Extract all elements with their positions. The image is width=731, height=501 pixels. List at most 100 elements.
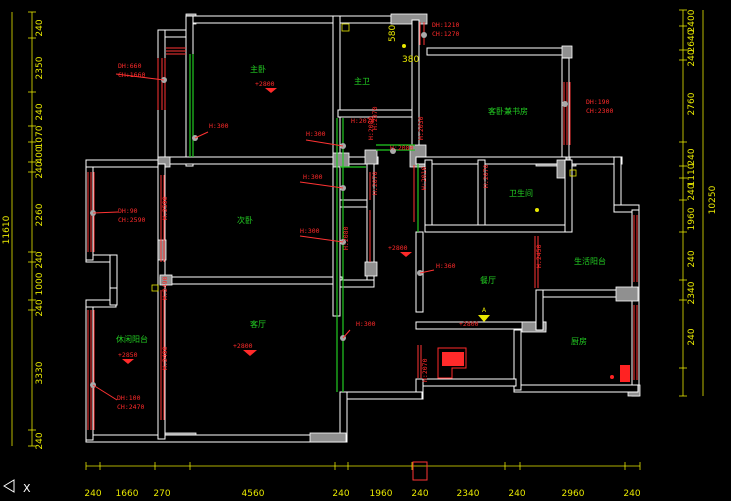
- dimension-value: 240: [35, 251, 45, 268]
- fridge-icon: [620, 365, 630, 382]
- door-height: H:2450: [535, 244, 543, 268]
- door-height: H:300: [306, 130, 326, 138]
- door-lines: [189, 54, 419, 392]
- dimension-value: 2640: [687, 29, 697, 52]
- level-triangle-icon: [122, 359, 134, 364]
- drain-icon: [341, 23, 350, 32]
- room-service-balcony: 生活阳台: [574, 256, 606, 266]
- dimension-value: 2400: [687, 9, 697, 32]
- level-triangle-icon: [400, 252, 412, 257]
- level-marks: +2800 +2800 +2800 +2800 +2850: [118, 80, 479, 364]
- door-height: H:300: [300, 227, 320, 235]
- level-mark: +2800: [459, 320, 479, 328]
- dimension-value: 240: [508, 489, 525, 499]
- dimension-value: 240: [84, 489, 101, 499]
- room-living-room: 客厅: [250, 319, 266, 329]
- door-stack-icon: [412, 461, 428, 481]
- dimension-value: 240: [687, 183, 697, 200]
- room-second-bedroom: 次卧: [237, 215, 253, 225]
- window-label-ch: CH:1270: [432, 30, 459, 38]
- dimension-value: 1110: [687, 163, 697, 186]
- dimension-value: 1070: [35, 125, 45, 148]
- left-total-dimension: 11610: [2, 215, 12, 244]
- dimension-value: 240: [332, 489, 349, 499]
- dimension-value: 240: [687, 328, 697, 345]
- dimension-value: 1960: [370, 489, 393, 499]
- drain-icon: [151, 284, 159, 292]
- dimension-value: 2340: [457, 489, 480, 499]
- door-height: H:2490: [161, 276, 169, 300]
- right-total-dimension: 10250: [708, 185, 718, 214]
- level-mark: +2800: [255, 80, 275, 88]
- door-height: H:2030: [417, 116, 425, 140]
- dimension-value: 240: [35, 19, 45, 36]
- mark-580: 580: [388, 25, 398, 42]
- door-height: H:300: [303, 173, 323, 181]
- floor-drain-icon: [569, 169, 577, 177]
- room-kitchen: 厨房: [571, 336, 587, 346]
- dimension-value: 4560: [242, 489, 265, 499]
- door-height: H:2070: [351, 117, 375, 125]
- dimension-value: 240: [35, 432, 45, 449]
- room-master-bath: 主卫: [354, 76, 370, 86]
- room-master-bedroom: 主卧: [250, 64, 266, 74]
- level-mark: +2800: [233, 342, 253, 350]
- window-label-dh: DH:190: [586, 98, 610, 106]
- step-triangle-icon: [478, 315, 490, 322]
- entry-door-icon: [437, 347, 467, 379]
- door-height: H:2070: [482, 164, 490, 188]
- dimension-lines: [11, 9, 704, 470]
- dimension-value: 400: [35, 146, 45, 163]
- door-height: H:2080: [390, 144, 414, 152]
- entry-door-icon: [442, 352, 464, 366]
- step-mark: A: [482, 307, 487, 314]
- level-mark: +2800: [388, 244, 408, 252]
- dimension-value: 240: [623, 489, 640, 499]
- mark-380: 380: [402, 55, 419, 65]
- dimension-value: 2340: [687, 281, 697, 304]
- dimension-value: 240: [35, 161, 45, 178]
- leader-markers: [90, 32, 568, 401]
- door-height: H:2590: [161, 196, 169, 220]
- door-height: H:2070: [371, 171, 379, 195]
- dimension-value: 240: [687, 49, 697, 66]
- window-label-dh: DH:660: [118, 62, 142, 70]
- door-height: H:2070: [371, 106, 379, 130]
- marker-dot-icon: [610, 375, 614, 379]
- dimension-value: 1660: [116, 489, 139, 499]
- window-label-ch: CH:2590: [118, 216, 145, 224]
- window-label-ch: CH:1660: [118, 71, 145, 79]
- dimension-value: 2350: [35, 56, 45, 79]
- door-height: H:2080: [367, 116, 375, 140]
- room-guest-bath: 卫生间: [509, 188, 533, 198]
- window-label-ch: CH:2470: [117, 403, 144, 411]
- axis-x-label: X: [23, 482, 31, 495]
- dimension-value: 1960: [687, 207, 697, 230]
- level-mark: +2850: [118, 351, 138, 359]
- level-triangle-icon: [243, 350, 257, 356]
- dimension-value: 240: [35, 103, 45, 120]
- room-guest-room: 客卧兼书房: [488, 106, 528, 116]
- windows: [87, 22, 638, 430]
- window-label-dh: DH:1210: [432, 21, 459, 29]
- window-label-ch: CH:2300: [586, 107, 613, 115]
- dimension-value: 240: [687, 250, 697, 267]
- marker-dot-icon: [402, 44, 406, 48]
- ucs-axis-icon[interactable]: X: [3, 479, 31, 495]
- dimension-value: 2760: [687, 92, 697, 115]
- window-label-dh: DH:90: [118, 207, 138, 215]
- room-leisure-balcony: 休闲阳台: [116, 334, 148, 344]
- door-height: H:300: [209, 122, 229, 130]
- dimension-value: 3330: [35, 361, 45, 384]
- dimension-value: 2960: [562, 489, 585, 499]
- room-dining-room: 餐厅: [480, 276, 496, 285]
- left-dimension-texts: 2402350240107040024022602401000240333024…: [35, 19, 45, 449]
- dimension-value: 240: [687, 148, 697, 165]
- window-label-dh: DH:100: [117, 394, 141, 402]
- room-labels: 主卧 主卫 客卧兼书房 次卧 休闲阳台 客厅 卫生间 餐厅 生活阳台 厨房: [116, 64, 606, 346]
- door-height: H:2070: [421, 358, 429, 382]
- door-height: H:360: [436, 262, 456, 270]
- dimension-value: 2260: [35, 203, 45, 226]
